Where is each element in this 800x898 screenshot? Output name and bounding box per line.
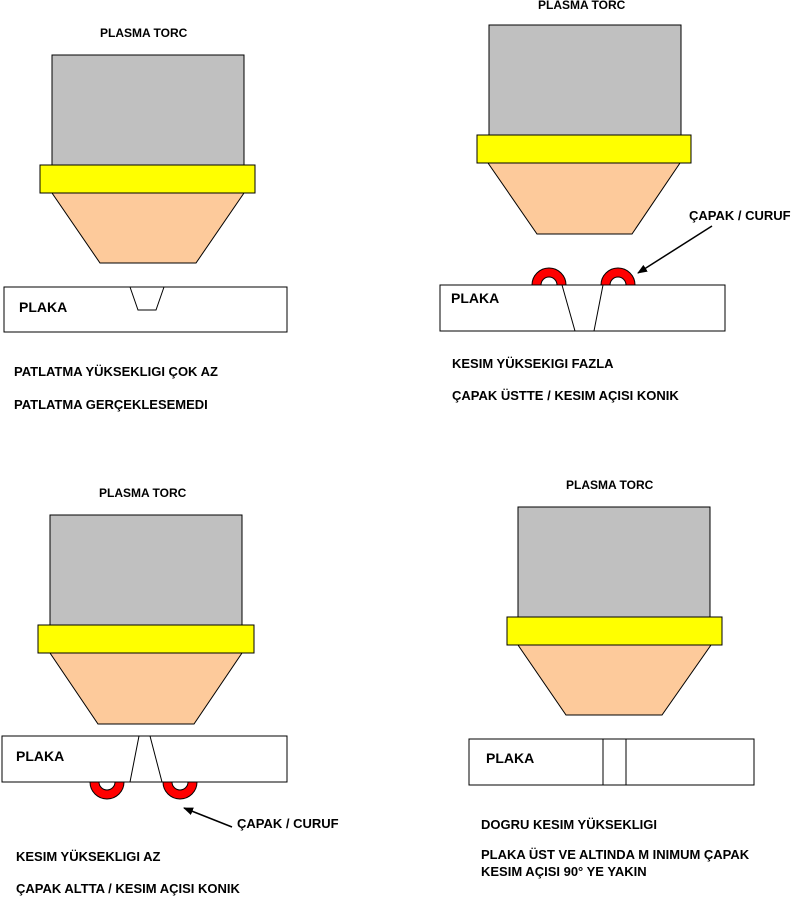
caption-line-1: KESIM YÜKSEKIGI FAZLA: [452, 356, 614, 371]
plasma-torch: [506, 506, 723, 716]
plasma-torch: [476, 24, 692, 235]
plate-label: PLAKA: [19, 299, 67, 315]
plate-label: PLAKA: [451, 290, 499, 306]
torch-body: [49, 514, 243, 626]
dross-top-right: [600, 267, 636, 286]
plate: PLAKA: [1, 735, 288, 800]
dross-arrow: [183, 807, 233, 828]
plate: PLAKA: [468, 738, 755, 786]
torch-label: PLASMA TORC: [100, 26, 188, 40]
caption-line-1: DOGRU KESIM YÜKSEKLIGI: [481, 817, 657, 832]
caption-line-1: PATLATMA YÜKSEKLIGI ÇOK AZ: [14, 364, 218, 379]
torch-label: PLASMA TORC: [566, 478, 654, 492]
torch-label: PLASMA TORC: [99, 486, 187, 500]
dross-top-left: [531, 267, 567, 286]
conical-kerf: [561, 284, 604, 332]
torch-nozzle: [517, 644, 712, 716]
straight-kerf: [602, 739, 627, 785]
panel-bottom-right: PLASMA TORC PLAKA DOGRU KESIM YÜKSEKLIGI…: [468, 478, 755, 879]
torch-nozzle: [487, 162, 681, 235]
plate-body: [468, 738, 755, 786]
plate-body: [439, 284, 726, 332]
panel-top-right: PLASMA TORC PLAKA ÇAPAK / CURUF KESIM YÜ…: [439, 0, 791, 403]
dross-bottom-left: [89, 781, 125, 800]
torch-body: [488, 24, 682, 136]
plate-body: [1, 735, 288, 783]
torch-label: PLASMA TORC: [538, 0, 626, 12]
torch-collar: [39, 164, 256, 194]
caption-line-2: ÇAPAK ÜSTTE / KESIM AÇISI KONIK: [452, 388, 679, 403]
plate: PLAKA: [439, 267, 726, 332]
caption-line-3: KESIM AÇISI 90° YE YAKIN: [481, 864, 647, 879]
caption-line-2: ÇAPAK ALTTA / KESIM AÇISI KONIK: [16, 881, 240, 896]
shallow-kerf: [129, 286, 165, 311]
torch-collar: [506, 616, 723, 646]
dross-bottom-right: [162, 781, 198, 800]
caption-line-2: PATLATMA GERÇEKLESEMEDI: [14, 397, 208, 412]
plate-label: PLAKA: [16, 748, 64, 764]
torch-collar: [37, 624, 255, 654]
dross-label: ÇAPAK / CURUF: [237, 816, 339, 831]
panel-top-left: PLASMA TORC PLAKA PATLATMA YÜKSEKLIGI ÇO…: [3, 26, 288, 412]
torch-collar: [476, 134, 692, 164]
torch-nozzle: [51, 192, 245, 264]
plasma-torch: [37, 514, 255, 725]
caption-line-2: PLAKA ÜST VE ALTINDA M INIMUM ÇAPAK: [481, 847, 750, 862]
torch-body: [51, 54, 245, 166]
plate-label: PLAKA: [486, 750, 534, 766]
torch-nozzle: [49, 652, 243, 725]
panel-bottom-left: PLASMA TORC PLAKA ÇAPAK / CURUF KESIM YÜ…: [1, 486, 339, 896]
conical-kerf: [129, 735, 163, 783]
caption-line-1: KESIM YÜKSEKLIGI AZ: [16, 849, 161, 864]
dross-arrow: [637, 225, 713, 274]
dross-label: ÇAPAK / CURUF: [689, 208, 791, 223]
plate: PLAKA: [3, 286, 288, 333]
torch-body: [517, 506, 711, 618]
plasma-torch: [39, 54, 256, 264]
